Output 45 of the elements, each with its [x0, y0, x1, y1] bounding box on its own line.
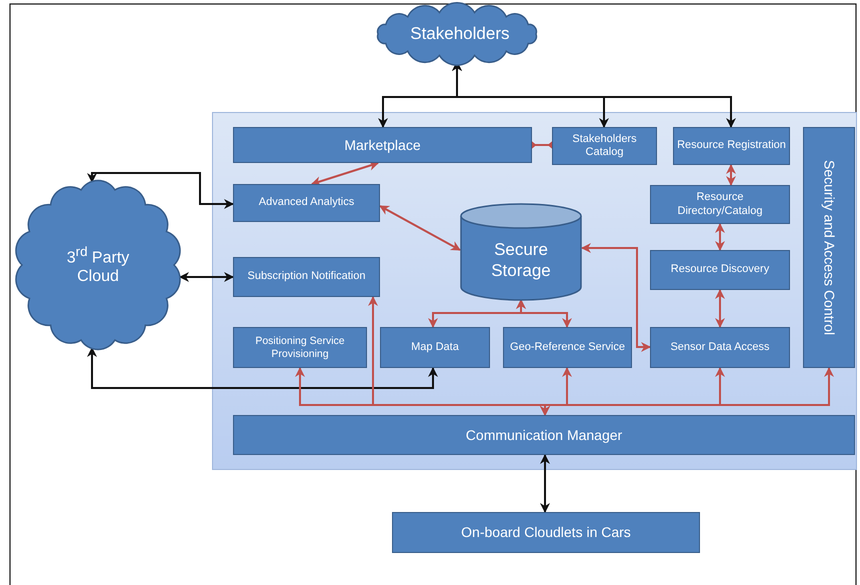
- connector-arrow: [87, 172, 234, 209]
- cloud-shape: [16, 182, 180, 348]
- connector-arrow: [715, 289, 725, 328]
- node-label: Geo-Reference Service: [509, 340, 626, 354]
- connector-arrow: [179, 272, 234, 282]
- connector-arrow: [379, 205, 461, 251]
- process-box: [233, 257, 380, 297]
- connector-arrow: [87, 347, 438, 389]
- process-box: [233, 327, 367, 368]
- process-box: [803, 127, 855, 368]
- node-label: Subscription Notification: [246, 270, 366, 284]
- connector-arrow: [715, 223, 725, 251]
- node-label: Resource Registration: [676, 139, 787, 153]
- connector-arrow: [540, 367, 834, 416]
- node-label: Communication Manager: [464, 426, 624, 444]
- node-label: Map Data: [410, 340, 460, 354]
- node-label: Security and Access Control: [820, 160, 838, 336]
- node-label: Stakeholders Catalog: [571, 132, 638, 160]
- node-label: Sensor Data Access: [669, 340, 771, 354]
- process-box: [650, 327, 790, 368]
- node-label: Resource Discovery: [670, 263, 770, 277]
- connector-arrow: [726, 164, 736, 186]
- process-box: [233, 415, 855, 455]
- node-label: 3$^{rd}$ Party Cloud: [66, 244, 130, 286]
- process-box: [380, 327, 490, 368]
- node-label: Resource Directory/Catalog: [676, 191, 764, 218]
- storage-cylinder: [460, 203, 582, 300]
- process-box: [233, 127, 532, 163]
- node-label: Marketplace: [343, 136, 422, 154]
- process-box: [503, 327, 632, 368]
- process-box: [392, 512, 700, 553]
- connector-arrow: [581, 243, 651, 352]
- connector-arrow: [540, 454, 550, 513]
- node-label: Positioning Service Provisioning: [254, 334, 346, 360]
- node-label: On-board Cloudlets in Cars: [460, 524, 632, 541]
- process-box: [552, 127, 657, 165]
- platform-panel: [212, 112, 857, 470]
- node-label: Advanced Analytics: [258, 196, 356, 210]
- process-box: [650, 250, 790, 290]
- process-box: [673, 127, 790, 165]
- process-box: [233, 184, 380, 222]
- connector-arrow: [516, 299, 572, 328]
- node-label: Secure Storage: [490, 240, 552, 281]
- process-box: [650, 185, 790, 224]
- connector-arrow: [311, 160, 379, 186]
